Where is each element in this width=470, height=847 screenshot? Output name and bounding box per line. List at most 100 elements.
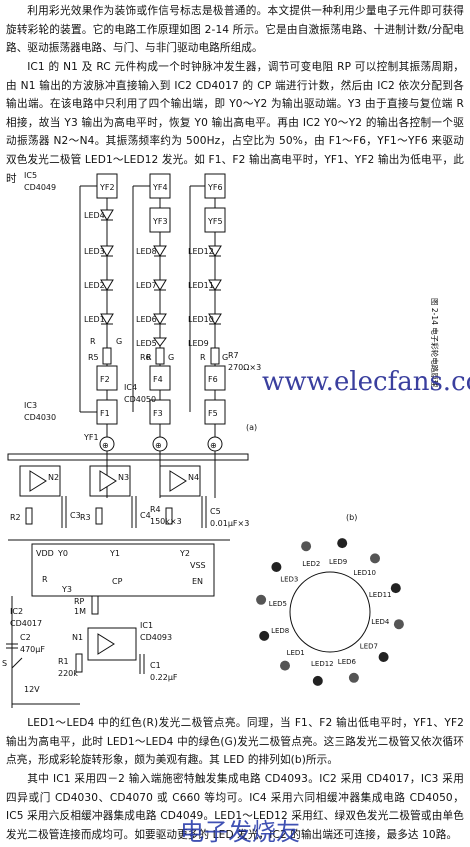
- f3-label: F3: [153, 409, 163, 418]
- n2-label: N2: [48, 473, 59, 482]
- r4-value: 150k×3: [150, 517, 182, 526]
- col2-g-label: G: [168, 353, 174, 362]
- yf3-label: YF3: [152, 217, 168, 226]
- c5-value: 0.01μF×3: [210, 519, 249, 528]
- n4-label: N4: [188, 473, 199, 482]
- ic2-pin-en: EN: [192, 577, 203, 586]
- circuit-description-paragraph: IC1 的 N1 及 RC 元件构成一个时钟脉冲发生器，调节可变电阻 RP 可以…: [6, 61, 464, 185]
- col3-r-label: R: [200, 353, 206, 362]
- wheel-led-label: LED2: [302, 560, 320, 568]
- wheel-led-dot: [312, 675, 323, 686]
- wheel-led-dot: [259, 630, 270, 641]
- c5-label: C5: [210, 507, 221, 516]
- watermark-chinese: 电子发烧友: [180, 818, 300, 846]
- r3-label: R3: [80, 513, 91, 522]
- f2-label: F2: [100, 375, 110, 384]
- ic3-part: CD4030: [24, 413, 56, 422]
- n1-label: N1: [72, 633, 83, 642]
- yf1-label: YF1: [83, 433, 99, 442]
- col1-g-label: G: [116, 337, 122, 346]
- watermark-url: www.elecfans.com: [262, 367, 470, 397]
- ic2-pin-y0: Y0: [57, 549, 68, 558]
- intro-paragraph: 利用彩光效果作为装饰或作信号标志是极普通的。本文提供一种利用少量电子元件即可获得…: [6, 5, 464, 55]
- wheel-led-dot: [256, 594, 267, 605]
- wheel-led-label: LED7: [360, 642, 378, 650]
- xor3-symbol: ⊕: [210, 441, 217, 450]
- ic5-part: CD4049: [24, 183, 56, 192]
- ic2-pin-y1: Y1: [109, 549, 120, 558]
- f6-label: F6: [208, 375, 218, 384]
- ic1-label: IC1: [140, 621, 153, 630]
- rp-value: 1M: [74, 607, 86, 616]
- wheel-led-label: LED6: [338, 658, 357, 666]
- f1-label: F1: [100, 409, 110, 418]
- ic4-label: IC4: [124, 383, 137, 392]
- wheel-led-label: LED8: [271, 627, 289, 635]
- wheel-led-label: LED3: [280, 576, 298, 584]
- led12-label: LED12: [188, 247, 214, 256]
- r1-value: 220k: [58, 669, 78, 678]
- led2-label: LED2: [84, 281, 105, 290]
- led9-label: LED9: [188, 339, 209, 348]
- col2-r-label: R: [146, 353, 152, 362]
- r7-value: 270Ω×3: [228, 363, 261, 372]
- led11-label: LED11: [188, 281, 214, 290]
- wheel-led-label: LED1: [287, 649, 305, 657]
- led10-label: LED10: [188, 315, 214, 324]
- yf2-label: YF2: [99, 183, 115, 192]
- xor1-symbol: ⊕: [102, 441, 109, 450]
- ic2-pin-vss: VSS: [190, 561, 206, 570]
- c2-label: C2: [20, 633, 31, 642]
- ic2-pin-y3: Y3: [61, 585, 72, 594]
- ic2-pin-cp: CP: [112, 577, 123, 586]
- ic2-label: IC2: [10, 607, 23, 616]
- yf5-label: YF5: [207, 217, 223, 226]
- label-b: (b): [346, 513, 357, 522]
- r4-label: R4: [150, 505, 161, 514]
- f5-label: F5: [208, 409, 218, 418]
- led1-label: LED1: [84, 315, 105, 324]
- components-paragraph: 其中 IC1 采用四－2 输入端施密特触发集成电路 CD4093。IC2 采用 …: [6, 773, 464, 841]
- r5-label: R5: [88, 353, 99, 362]
- wheel-led-label: LED9: [329, 558, 347, 566]
- wheel-led-label: LED11: [369, 591, 392, 599]
- wheel-led-label: LED5: [269, 600, 287, 608]
- r2-label: R2: [10, 513, 21, 522]
- label-a: (a): [246, 423, 257, 432]
- c2-value: 470μF: [20, 645, 45, 654]
- c1-label: C1: [150, 661, 161, 670]
- ic4-part: CD4050: [124, 395, 156, 404]
- wheel-led-dot: [370, 553, 380, 564]
- led-wheel: LED9LED10LED11LED4LED7LED6LED12LED1LED8L…: [256, 538, 404, 686]
- ic2-pin-y2: Y2: [179, 549, 190, 558]
- wheel-led-dot: [271, 562, 282, 572]
- c1-value: 0.22μF: [150, 673, 178, 682]
- wheel-led-dot: [393, 619, 404, 630]
- wheel-led-label: LED4: [371, 618, 390, 626]
- wheel-led-dot: [348, 672, 359, 683]
- switch-label: S: [2, 659, 7, 668]
- ic2-pin-vdd: VDD: [36, 549, 54, 558]
- led5-label: LED5: [136, 339, 157, 348]
- wheel-led-dot: [280, 660, 290, 671]
- f4-label: F4: [153, 375, 163, 384]
- color-description-paragraph: LED1～LED4 中的红色(R)发光二极管点亮。同理，当 F1、F2 输出低电…: [6, 717, 464, 767]
- wheel-led-label: LED12: [311, 660, 334, 668]
- led8-label: LED8: [136, 247, 157, 256]
- ic5-label: IC5: [24, 171, 37, 180]
- col3-g-label: G: [222, 353, 228, 362]
- col1-r-label: R: [90, 337, 96, 346]
- yf6-label: YF6: [207, 183, 223, 192]
- wheel-led-dot: [378, 652, 389, 662]
- yf4-label: YF4: [152, 183, 168, 192]
- wheel-led-dot: [337, 538, 348, 549]
- c3-label: C3: [70, 511, 81, 520]
- supply-label: 12V: [24, 685, 40, 694]
- xor2-symbol: ⊕: [155, 441, 162, 450]
- r6-label: R6: [140, 353, 151, 362]
- ic1-part: CD4093: [140, 633, 172, 642]
- led7-label: LED7: [136, 281, 157, 290]
- c4-label: C4: [140, 511, 151, 520]
- r1-label: R1: [58, 657, 69, 666]
- r7-label: R7: [228, 351, 239, 360]
